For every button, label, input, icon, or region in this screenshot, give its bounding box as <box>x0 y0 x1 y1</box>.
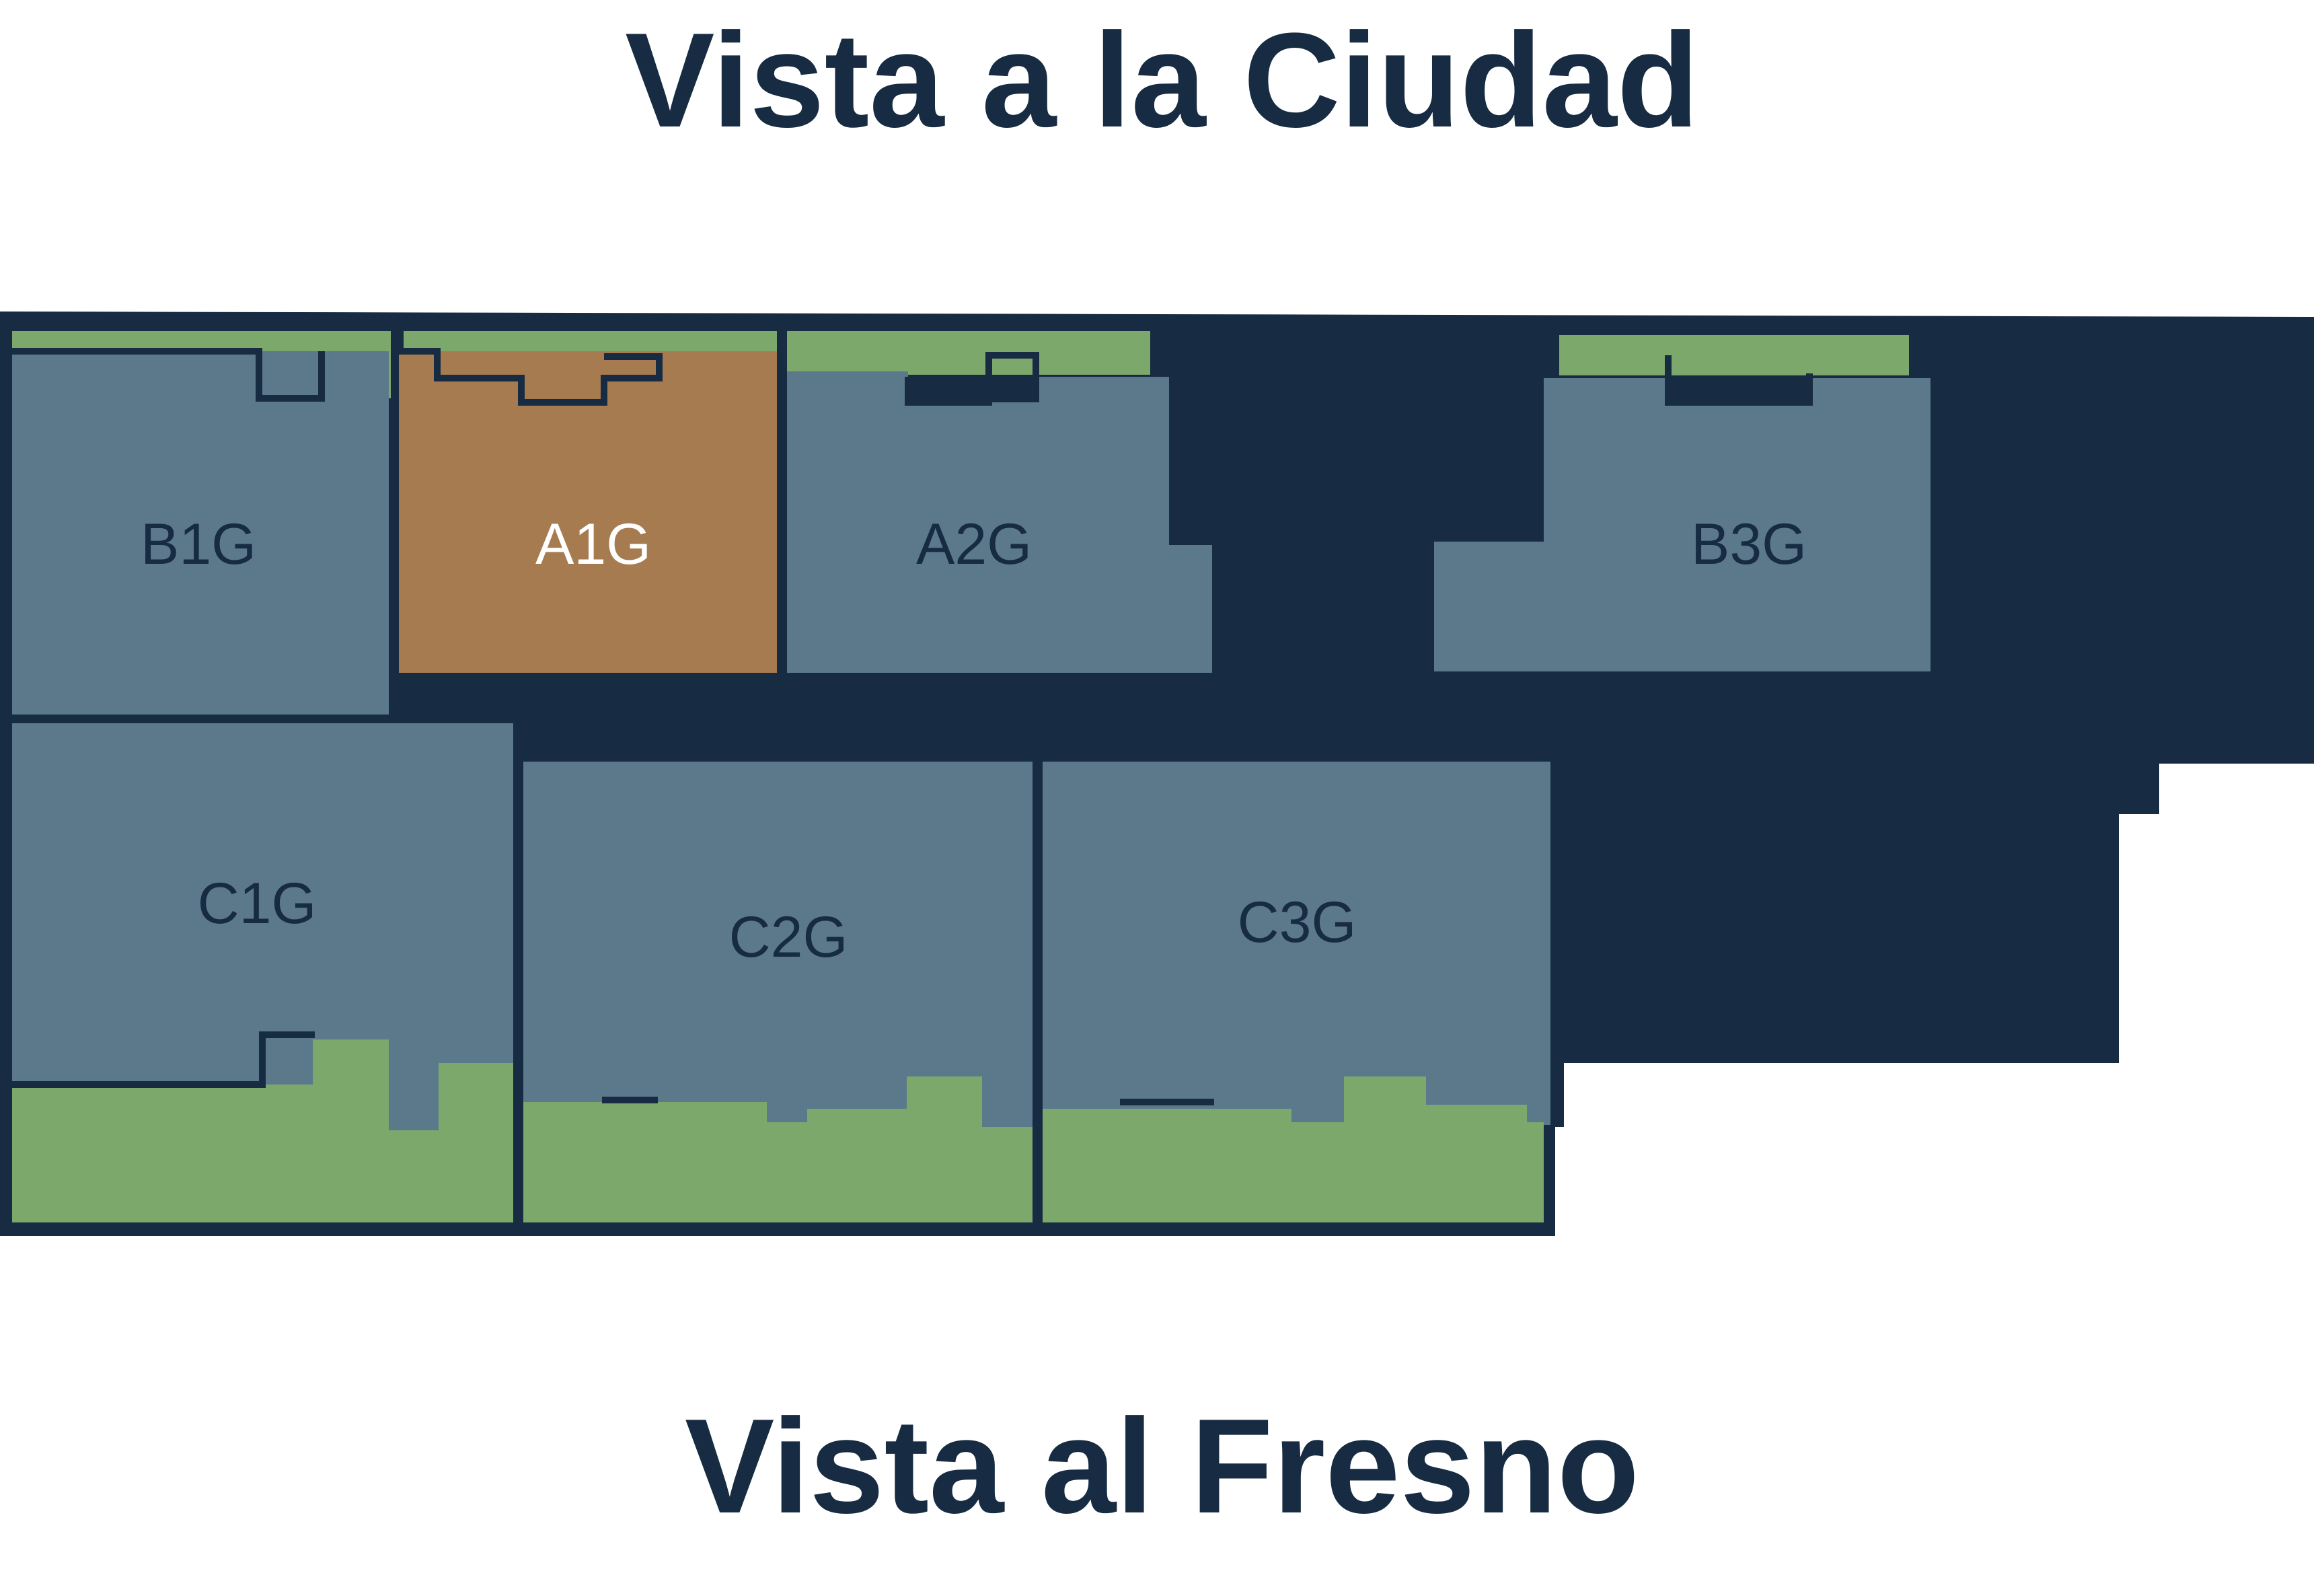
unit-A2G[interactable]: A2G <box>787 331 1212 673</box>
unit-C1G-interior <box>12 723 513 1130</box>
unit-C2G[interactable]: C2G <box>523 762 1033 1222</box>
unit-label-C1G: C1G <box>198 871 317 936</box>
view-fresno-heading: Vista al Fresno <box>684 1391 1640 1541</box>
unit-label-B3G: B3G <box>1691 512 1807 577</box>
building-outline <box>0 311 2315 1236</box>
unit-A1G-wall <box>397 348 663 406</box>
unit-B1G[interactable]: B1G <box>12 331 392 715</box>
unit-B3G[interactable]: B3G <box>1434 335 1931 671</box>
view-city-heading: Vista a la Ciudad <box>625 5 1699 155</box>
unit-C2G-interior <box>523 762 1033 1127</box>
unit-B1G-wall <box>12 348 325 402</box>
unit-label-C2G: C2G <box>729 905 848 970</box>
unit-C1G-wall <box>12 1031 315 1088</box>
unit-label-B1G: B1G <box>141 512 256 577</box>
unit-C3G-interior <box>1043 762 1550 1122</box>
unit-C1G[interactable]: C1G <box>12 723 513 1222</box>
unit-label-A2G: A2G <box>916 512 1032 577</box>
unit-A2G-floor <box>787 371 1212 673</box>
unit-B3G-terrace <box>1559 335 1909 375</box>
unit-B3G-floor <box>1434 378 1931 671</box>
unit-label-A1G: A1G <box>535 512 651 577</box>
unit-A2G-wall <box>905 352 1039 406</box>
unit-C3G[interactable]: C3G <box>1043 762 1550 1222</box>
unit-A1G-interior <box>397 351 777 673</box>
unit-B3G-wall <box>1665 355 1813 406</box>
unit-label-C3G: C3G <box>1238 890 1357 955</box>
unit-A2G-terrace <box>787 331 1150 375</box>
unit-B1G-floor <box>12 351 389 715</box>
unit-A1G[interactable]: A1G <box>397 331 777 673</box>
